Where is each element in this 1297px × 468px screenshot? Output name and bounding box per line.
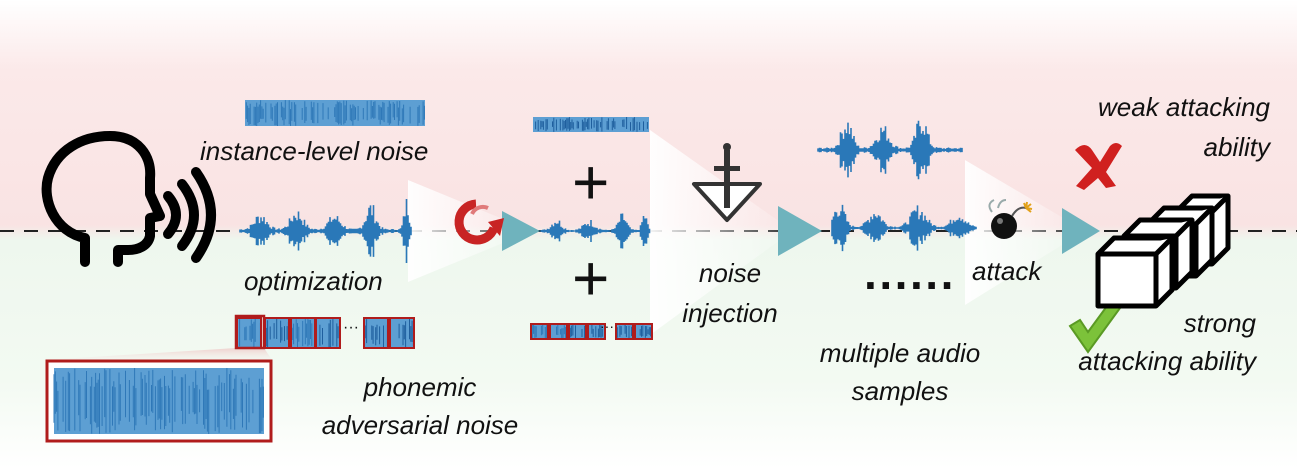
sample-waveform-1 xyxy=(817,120,963,180)
phonemic-segment-2 xyxy=(264,317,290,349)
model-stack-icon xyxy=(1095,193,1231,309)
speaking-head-icon xyxy=(41,131,216,267)
multiple-samples-line1: multiple audio xyxy=(819,338,981,368)
funnel-2 xyxy=(650,130,780,335)
phonemic-segment-3 xyxy=(290,317,316,349)
phonemic-mini-segment-4 xyxy=(587,323,606,340)
instance-noise-strip xyxy=(245,100,425,126)
instance-level-noise-label: instance-level noise xyxy=(200,136,429,166)
multiple-samples-line2: samples xyxy=(851,376,949,406)
refresh-arrows-icon xyxy=(454,199,504,245)
phonemic-mini-segment-6 xyxy=(634,323,653,340)
strong-ability-line2: attacking ability xyxy=(1078,346,1256,376)
phonemic-mini-segment-1 xyxy=(530,323,549,340)
arrowhead-3 xyxy=(1062,208,1100,254)
phonemic-mini-segment-5 xyxy=(615,323,634,340)
noise-injection-line2: injection xyxy=(682,298,778,328)
attack-label: attack xyxy=(972,256,1042,286)
bomb-icon xyxy=(988,199,1033,239)
phonemic-segment-5 xyxy=(363,317,389,349)
strip-ellipsis-1: ··· xyxy=(343,319,359,336)
zoom-connector xyxy=(45,348,272,360)
strong-ability-line1: strong xyxy=(1183,308,1256,338)
phonemic-segment-1 xyxy=(236,317,262,349)
noise-injection-line1: noise xyxy=(698,258,762,288)
optimization-label: optimization xyxy=(244,266,383,296)
more-samples-ellipsis: ······ xyxy=(864,259,956,311)
merged-waveform xyxy=(539,213,651,249)
strip-ellipsis-2: ··· xyxy=(600,318,614,334)
weak-ability-line1: weak attacking xyxy=(1098,92,1270,122)
waveforms xyxy=(239,120,977,263)
instance-noise-strip-small xyxy=(533,117,649,132)
phonemic-mini-segment-2 xyxy=(549,323,568,340)
arrowheads xyxy=(502,206,1100,256)
weak-ability-line2: ability xyxy=(1203,132,1270,162)
zoomed-noise-texture xyxy=(53,368,264,434)
arrowhead-1 xyxy=(502,211,540,251)
noise-strips xyxy=(236,100,653,349)
phonemic-mini-segment-3 xyxy=(568,323,587,340)
zoomed-noise xyxy=(53,368,264,434)
sample-waveform-2 xyxy=(831,204,977,252)
input-waveform xyxy=(239,199,412,263)
phonemic-label-line1: phonemic xyxy=(363,372,477,402)
plus-bottom: + xyxy=(572,242,610,314)
phonemic-label-line2: adversarial noise xyxy=(321,410,519,440)
plus-top: + xyxy=(572,146,610,218)
phonemic-segment-6 xyxy=(389,317,415,349)
sword-shield-icon xyxy=(692,143,762,222)
arrowhead-2 xyxy=(778,206,822,256)
funnel-3 xyxy=(965,160,1070,305)
phonemic-segment-4 xyxy=(315,317,341,349)
red-cross-icon xyxy=(1075,143,1122,190)
zoom-source-frame xyxy=(234,314,266,350)
